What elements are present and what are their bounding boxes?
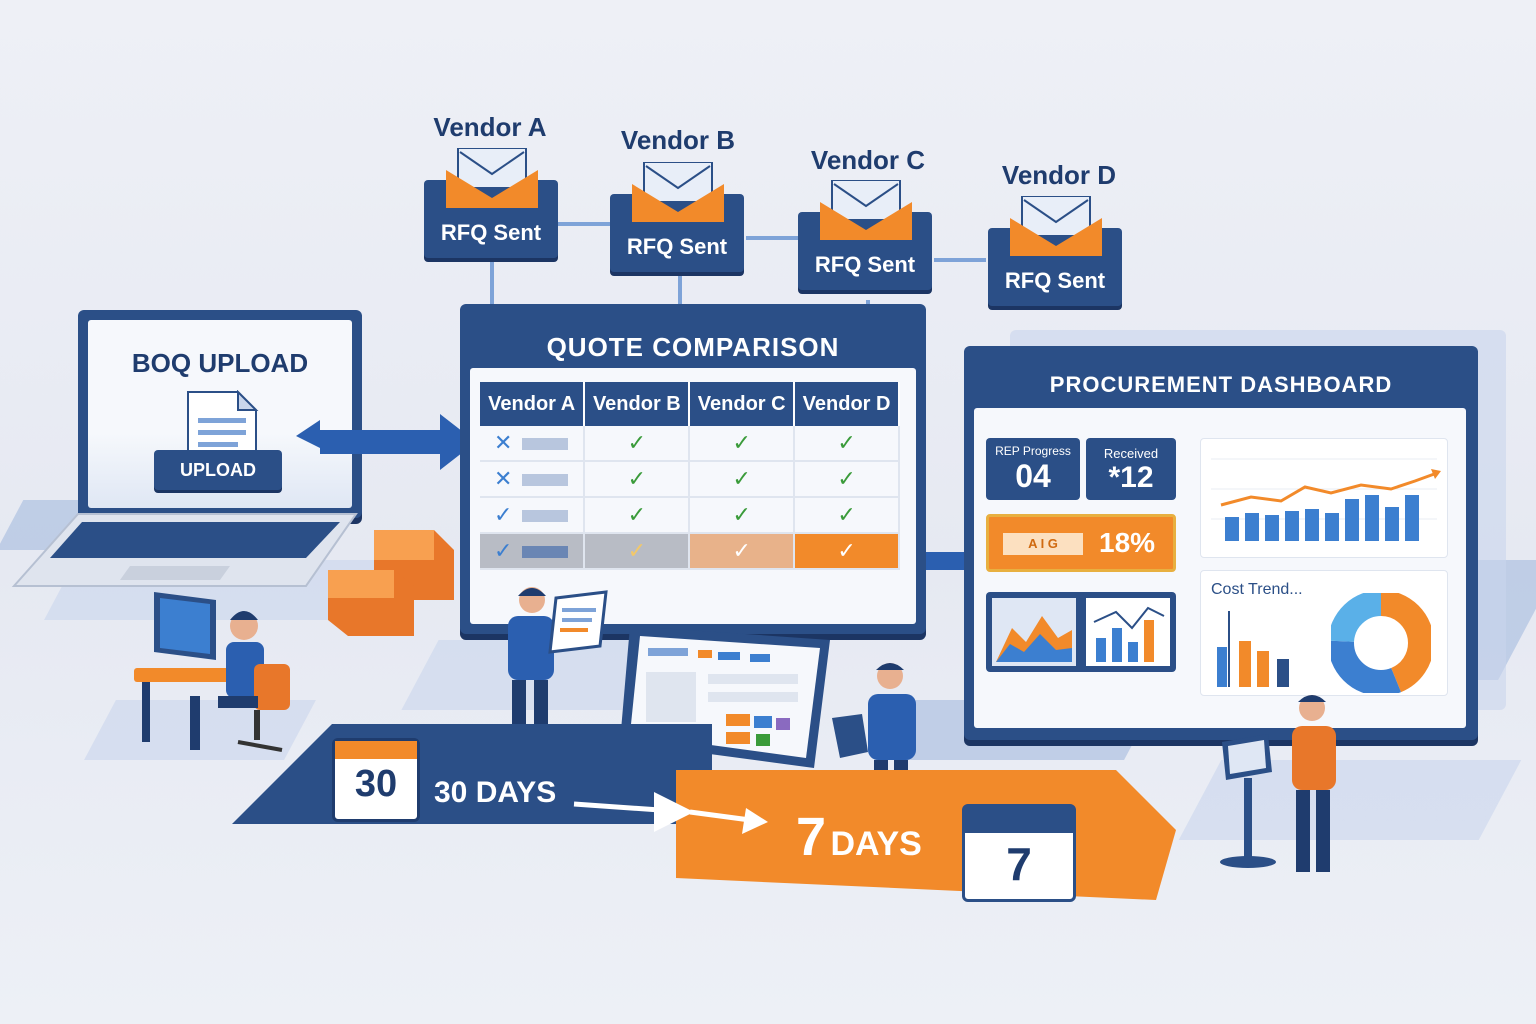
checkmark-icon: ✓ <box>627 430 647 455</box>
arrow-right-icon <box>296 414 476 470</box>
rfq-progress-label: REP Progress <box>995 444 1071 458</box>
checkmark-icon: ✓ <box>627 538 647 563</box>
table-row-selected[interactable]: ✓ ✓ ✓ ✓ <box>480 533 900 570</box>
vendor-b-name: Vendor B <box>620 125 736 155</box>
connector-line <box>934 258 986 262</box>
boq-laptop-screen: BOQ UPLOAD UPLOAD <box>78 310 362 518</box>
mini-charts-widget[interactable] <box>986 592 1176 672</box>
person-at-kiosk <box>1220 695 1336 872</box>
vendor-a-name: Vendor A <box>433 112 547 142</box>
column-header[interactable]: Vendor C <box>689 382 796 426</box>
upload-button[interactable]: UPLOAD <box>154 450 282 490</box>
savings-widget[interactable]: A I G 18% <box>986 514 1176 572</box>
checkmark-icon: ✓ <box>837 538 856 563</box>
timeline-before-label: 30 DAYS <box>434 776 557 809</box>
rfq-status: RFQ Sent <box>814 252 916 277</box>
quote-comparison-table: Vendor A Vendor B Vendor C Vendor D ✕ ✓ … <box>480 382 900 570</box>
vendor-c-card[interactable]: RFQ Sent <box>798 180 932 290</box>
arrow-right-icon <box>573 792 768 834</box>
quote-comparison-screen: QUOTE COMPARISON Vendor A Vendor B Vendo… <box>460 304 926 634</box>
rfq-progress-value: 04 <box>1015 458 1051 494</box>
calendar-before-number: 30 <box>354 763 398 805</box>
rfq-status: RFQ Sent <box>1004 268 1106 293</box>
timeline-after-label: DAYS <box>830 825 922 863</box>
timeline-after-band <box>676 770 1176 900</box>
checkmark-icon: ✓ <box>732 538 751 563</box>
area-chart-icon <box>992 598 1076 666</box>
vendor-a-card[interactable]: RFQ Sent <box>424 148 558 258</box>
rfq-status: RFQ Sent <box>440 220 542 245</box>
procurement-dashboard-screen: PROCUREMENT DASHBOARD REP Progress 04 Re… <box>964 346 1478 740</box>
checkmark-icon: ✓ <box>627 502 647 527</box>
checkmark-icon: ✓ <box>837 502 856 527</box>
vendor-d-card[interactable]: RFQ Sent <box>988 196 1122 306</box>
pie-chart-icon <box>1331 593 1431 693</box>
column-header[interactable]: Vendor D <box>794 382 900 426</box>
table-row[interactable]: ✕ ✓ ✓ ✓ <box>480 461 900 498</box>
connector-line <box>678 276 682 316</box>
checkmark-icon: ✓ <box>494 502 513 527</box>
calendar-after-number: 7 <box>1006 838 1032 890</box>
checkmark-icon: ✓ <box>732 502 751 527</box>
received-value: *12 <box>1108 461 1154 494</box>
person-at-desk <box>134 592 290 752</box>
checkmark-icon: ✓ <box>732 466 751 491</box>
rfq-progress-widget[interactable]: REP Progress 04 <box>986 438 1080 500</box>
checkmark-icon: ✓ <box>627 466 647 491</box>
checkmark-icon: ✓ <box>837 430 856 455</box>
envelope-icon <box>1010 196 1102 256</box>
package-boxes <box>328 530 454 636</box>
envelope-icon <box>632 162 724 222</box>
cost-trend-label: Cost Trend... <box>1211 581 1303 598</box>
dashboard-title: PROCUREMENT DASHBOARD <box>1049 372 1393 397</box>
cost-trend-widget[interactable]: Cost Trend... <box>1200 570 1448 696</box>
vendor-d-name: Vendor D <box>1001 160 1117 190</box>
envelope-icon <box>446 148 538 208</box>
table-row[interactable]: ✓ ✓ ✓ ✓ <box>480 497 900 534</box>
vendor-b-card[interactable]: RFQ Sent <box>610 162 744 272</box>
boq-upload-title: BOQ UPLOAD <box>131 348 309 378</box>
laptop-keyboard <box>11 513 358 587</box>
envelope-icon <box>820 180 912 240</box>
calendar-icon: 30 <box>332 738 420 822</box>
received-label: Received <box>1103 446 1159 461</box>
cross-icon: ✕ <box>494 430 513 455</box>
checkmark-icon: ✓ <box>494 538 513 563</box>
savings-letters: A I G <box>1003 533 1083 555</box>
bar-line-chart <box>1211 458 1441 541</box>
timeline-after-label-group: 7 DAYS <box>796 806 922 868</box>
rfq-status: RFQ Sent <box>626 234 728 259</box>
bar-chart-icon <box>1217 611 1289 687</box>
checkmark-icon: ✓ <box>837 466 856 491</box>
table-row[interactable]: ✕ ✓ ✓ ✓ <box>480 426 900 462</box>
column-header[interactable]: Vendor A <box>480 382 586 426</box>
received-widget[interactable]: Received *12 <box>1086 438 1176 500</box>
checkmark-icon: ✓ <box>732 430 751 455</box>
savings-value: 18% <box>1099 527 1156 558</box>
timeline-after-number: 7 <box>796 807 827 867</box>
connector-line <box>556 222 612 226</box>
calendar-icon: 7 <box>962 804 1076 902</box>
bar-chart-icon <box>1086 598 1170 666</box>
connector-line <box>490 262 494 306</box>
connector-line <box>746 236 798 240</box>
vendor-c-name: Vendor C <box>810 145 926 175</box>
trend-chart-widget[interactable] <box>1200 438 1448 558</box>
quote-comparison-title: QUOTE COMPARISON <box>546 332 840 362</box>
column-header[interactable]: Vendor B <box>584 382 691 426</box>
cross-icon: ✕ <box>494 466 513 491</box>
